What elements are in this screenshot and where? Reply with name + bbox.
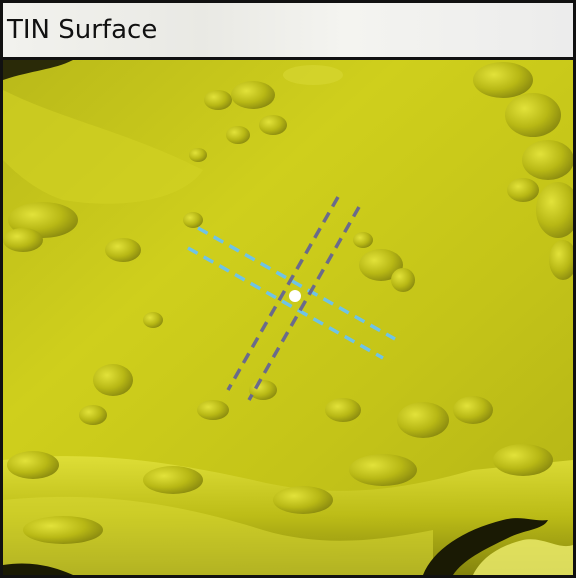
terrain-bright-face bbox=[473, 539, 573, 575]
center-point-marker bbox=[289, 290, 301, 302]
transect-line-light-2 bbox=[187, 246, 384, 360]
transect-line-dark-2 bbox=[247, 206, 361, 401]
terrain-knobs-mid bbox=[79, 312, 493, 438]
terrain-shadow bbox=[3, 60, 73, 80]
panel-title: TIN Surface bbox=[7, 15, 158, 45]
transect-line-dark-1 bbox=[226, 196, 340, 391]
transect-line-light-1 bbox=[197, 226, 396, 341]
terrain-knobs-top bbox=[189, 65, 343, 162]
terrain-knobs-center bbox=[353, 232, 415, 292]
terrain-dark-channel bbox=[423, 518, 548, 575]
terrain-hillshade-view bbox=[3, 60, 573, 575]
terrain-knobs-bottom bbox=[7, 444, 553, 544]
tin-surface-map bbox=[3, 60, 573, 575]
terrain-ridge bbox=[3, 90, 203, 204]
terrain-shadow-bottom-left bbox=[3, 563, 73, 575]
terrain-lower-slope bbox=[3, 496, 433, 575]
title-bar: TIN Surface bbox=[3, 3, 573, 60]
terrain-knobs-left bbox=[3, 202, 203, 262]
transect-lines bbox=[187, 196, 396, 401]
terrain-knobs-right bbox=[473, 62, 573, 280]
